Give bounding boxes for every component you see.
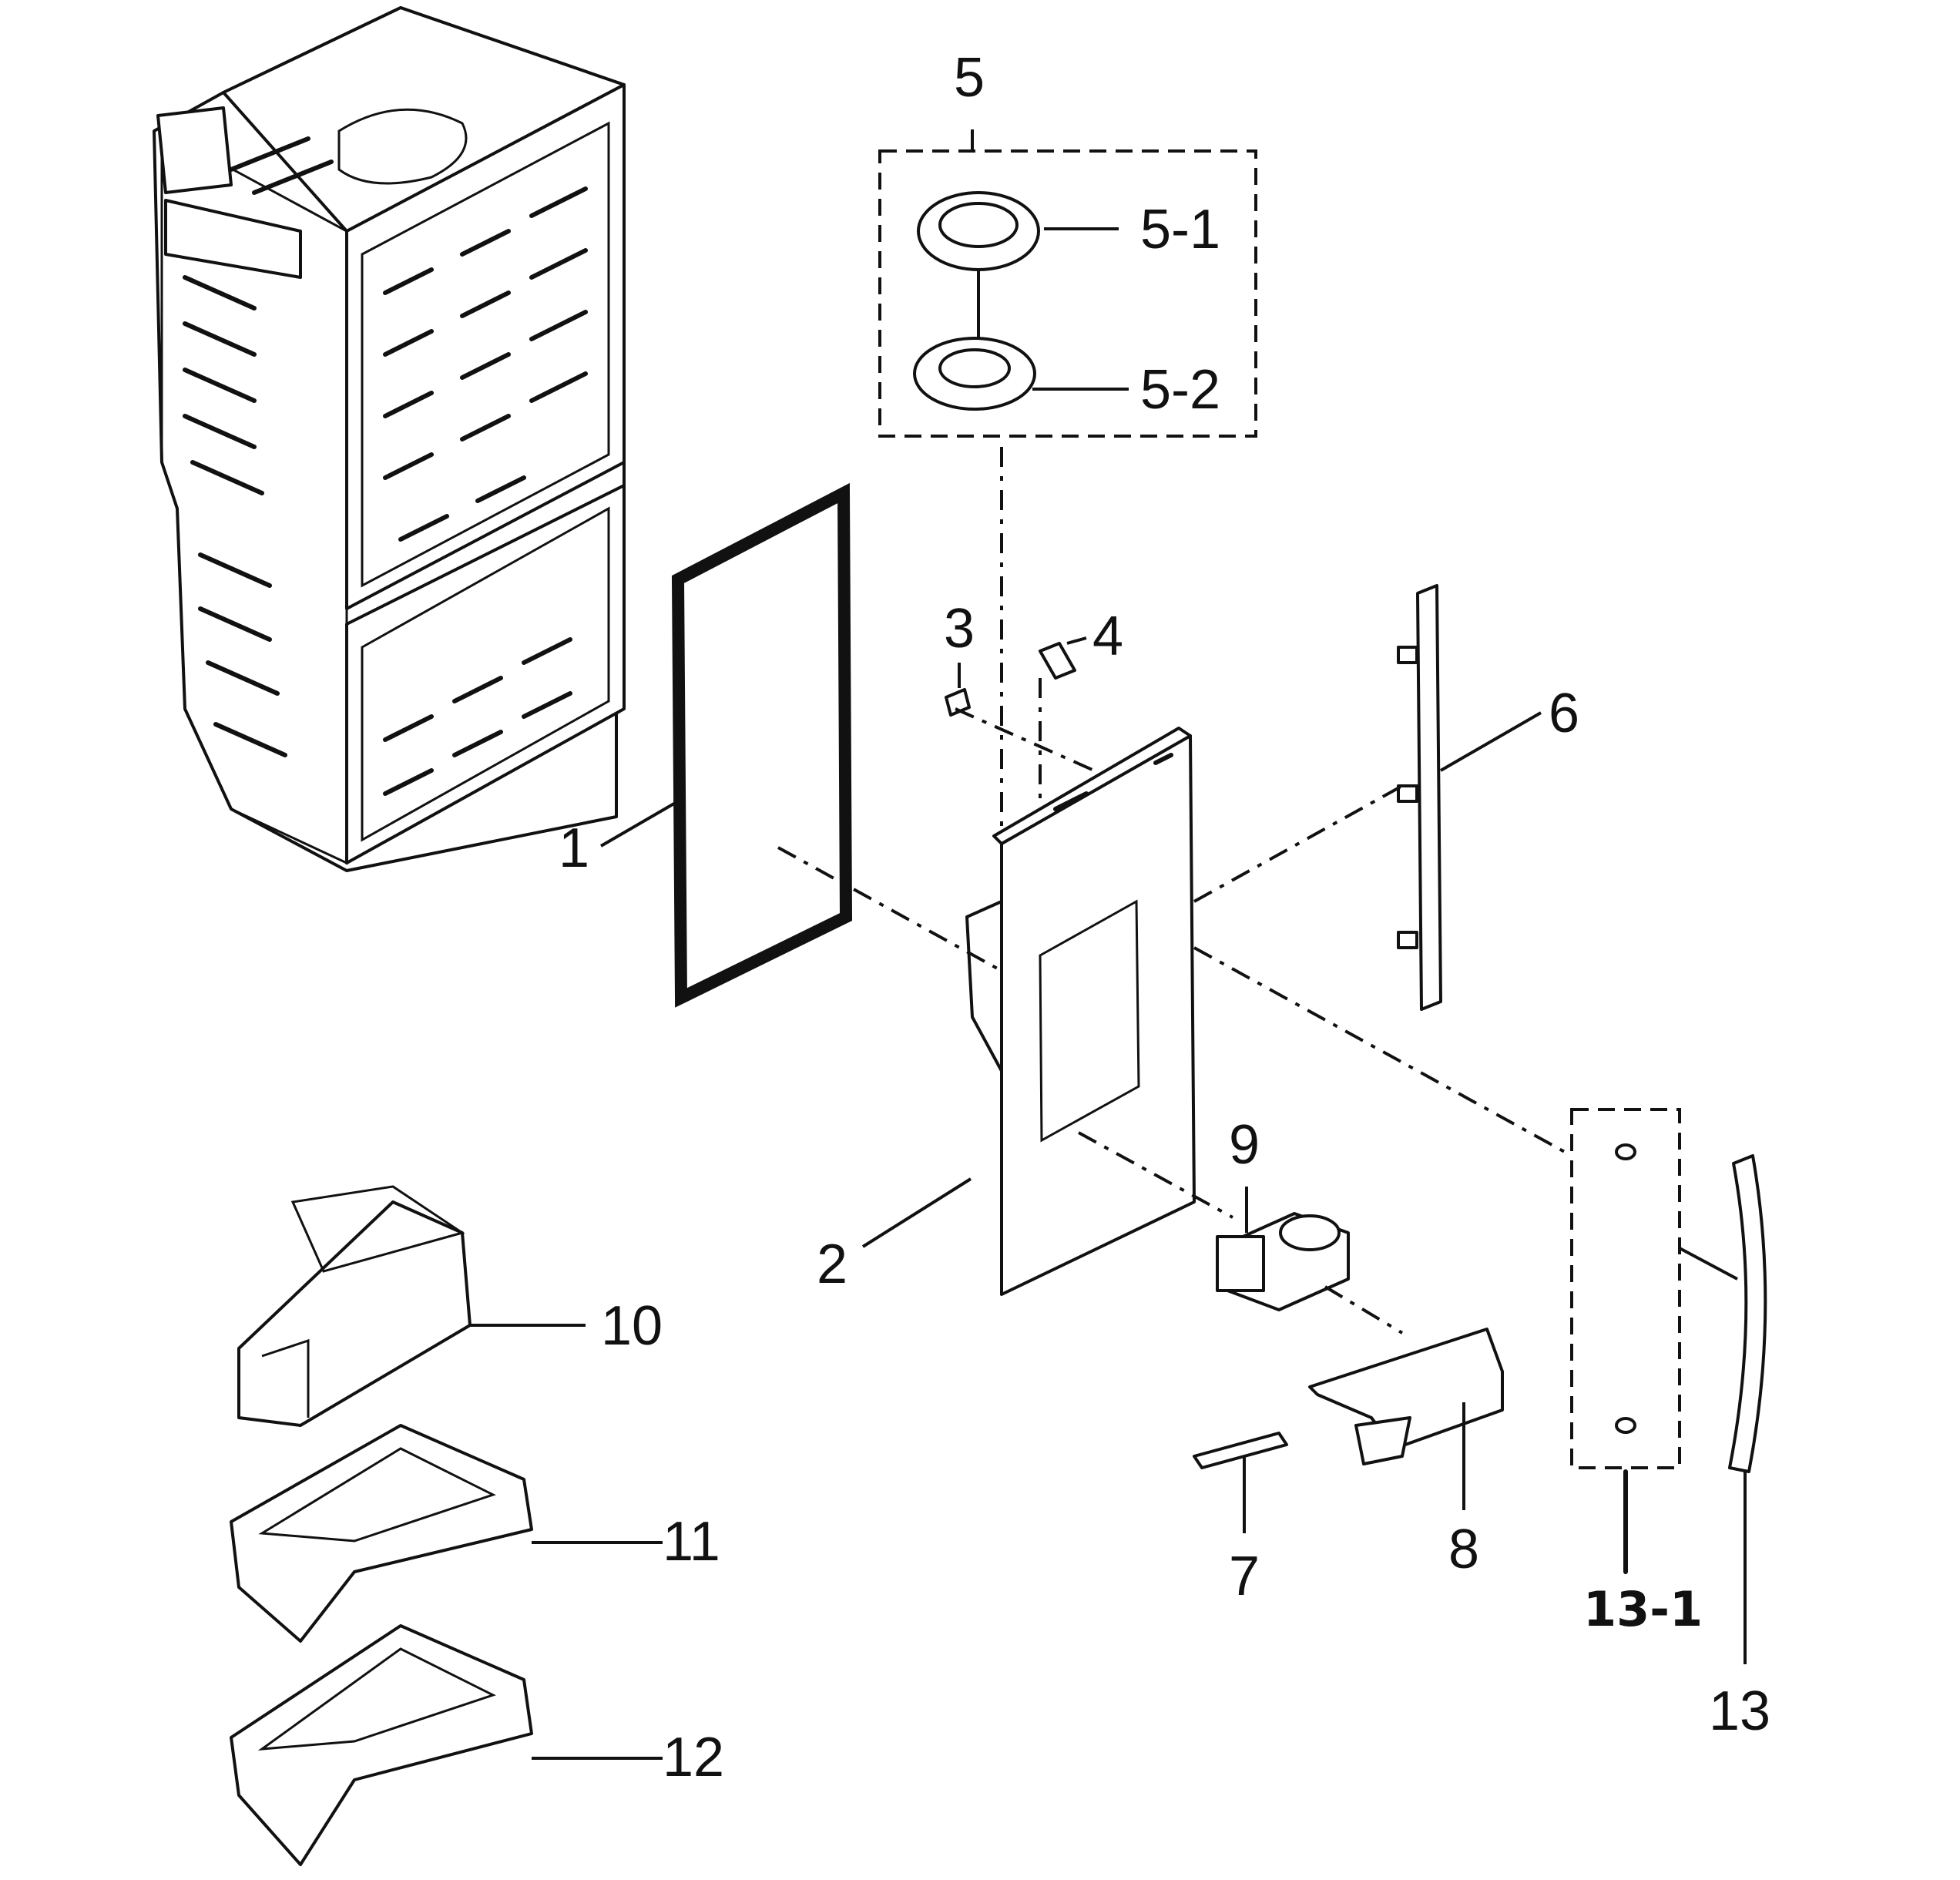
ring-part-5-2	[913, 337, 1036, 411]
alignment-lines	[777, 447, 1572, 1334]
callout-5: 5	[954, 47, 985, 109]
chute-part-8	[1308, 1328, 1504, 1450]
bin-part-11	[230, 1424, 533, 1643]
clip-part-3	[945, 688, 971, 717]
leader-lines	[470, 129, 1747, 1760]
callout-10: 10	[601, 1295, 663, 1357]
part-13-1-box	[1570, 1108, 1681, 1469]
bracket-part-4	[1039, 642, 1076, 680]
ring-part-5-1	[917, 191, 1040, 271]
callout-13-1: 13-1	[1583, 1581, 1703, 1637]
callout-4: 4	[1092, 606, 1123, 667]
callout-5-1: 5-1	[1140, 199, 1220, 260]
bin-part-12	[230, 1624, 533, 1866]
callout-6: 6	[1549, 683, 1579, 744]
callout-5-2: 5-2	[1140, 359, 1220, 421]
strip-part-7	[1193, 1432, 1288, 1469]
refrigerator-cabinet-illustration	[153, 6, 626, 872]
callout-3: 3	[944, 598, 975, 660]
callout-11: 11	[663, 1511, 720, 1573]
bin-part-10	[237, 1185, 472, 1427]
part-5-group-box	[878, 149, 1257, 438]
handle-part-13	[1728, 1154, 1767, 1473]
callout-8: 8	[1448, 1519, 1479, 1580]
callout-labels: 1 2 3 4 5 5-1 5-2 6 7 8 9 10 11 12 13 13…	[559, 47, 1770, 1788]
gasket-part-1	[671, 482, 853, 1008]
callout-7: 7	[1229, 1546, 1260, 1607]
door-panel-part-2	[965, 727, 1196, 1296]
callout-2: 2	[817, 1234, 847, 1295]
motor-part-9	[1216, 1212, 1350, 1311]
callout-9: 9	[1229, 1114, 1260, 1176]
callout-12: 12	[663, 1727, 724, 1788]
callout-1: 1	[559, 817, 589, 879]
rail-part-6	[1416, 584, 1442, 1011]
callout-13: 13	[1709, 1680, 1770, 1742]
